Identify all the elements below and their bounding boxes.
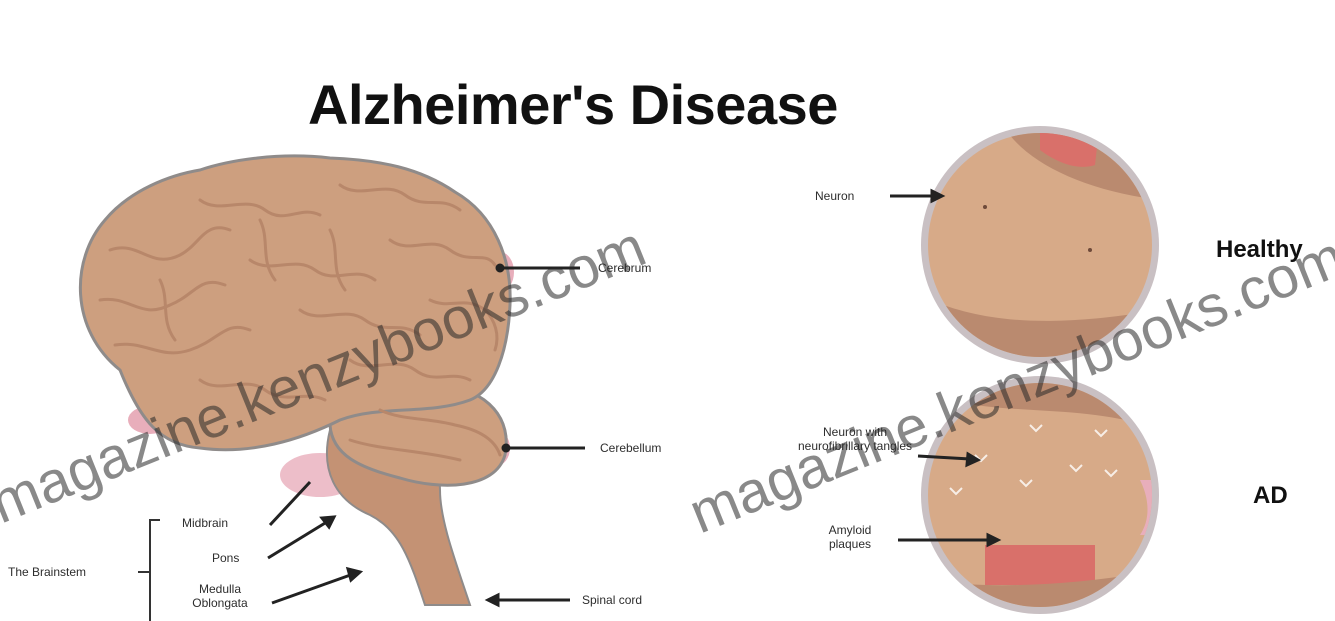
- page-title: Alzheimer's Disease: [308, 72, 838, 137]
- label-spinal-cord: Spinal cord: [582, 593, 642, 607]
- label-cerebellum: Cerebellum: [600, 441, 661, 455]
- label-neuron: Neuron: [815, 189, 854, 203]
- label-brainstem: The Brainstem: [8, 565, 86, 579]
- pons-pointer: [268, 520, 330, 558]
- brainstem-bracket: [138, 520, 160, 621]
- medulla-pointer: [272, 573, 356, 603]
- label-plaques: Amyloid plaques: [815, 523, 885, 551]
- healthy-neuron-circle: [921, 120, 1160, 370]
- ad-neuron-circle: [921, 376, 1160, 620]
- label-cerebrum: Cerebrum: [598, 261, 651, 275]
- brain-illustration: [80, 156, 514, 605]
- label-pons: Pons: [212, 551, 239, 565]
- label-healthy: Healthy: [1216, 236, 1303, 264]
- label-medulla: Medulla Oblongata: [180, 582, 260, 610]
- label-ad: AD: [1253, 482, 1288, 510]
- label-midbrain: Midbrain: [182, 516, 228, 530]
- label-tangles: Neuron with neurofibrillary tangles: [795, 425, 915, 453]
